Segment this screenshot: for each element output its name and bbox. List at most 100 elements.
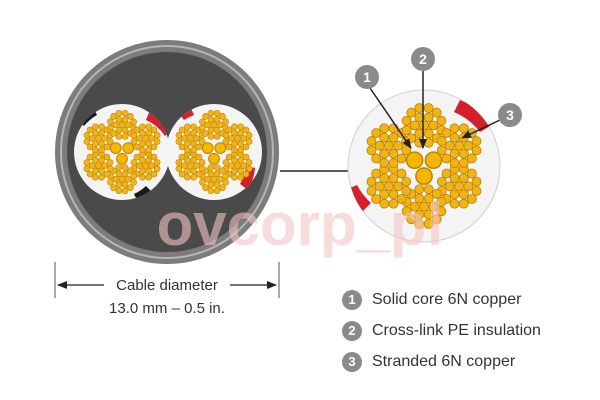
copper-strand xyxy=(107,118,114,126)
copper-strand xyxy=(121,187,129,195)
copper-strand xyxy=(225,143,233,151)
copper-strand xyxy=(124,121,132,129)
copper-strand xyxy=(458,173,469,184)
copper-strand xyxy=(225,153,233,161)
copper-strand xyxy=(133,126,141,134)
copper-strand xyxy=(175,132,183,139)
copper-strand xyxy=(187,135,194,142)
copper-strand xyxy=(184,146,191,154)
copper-strand xyxy=(436,197,447,207)
copper-strand xyxy=(409,201,420,212)
copper-strand xyxy=(190,167,197,175)
copper-strand xyxy=(396,194,407,204)
copper-strand xyxy=(115,109,123,117)
copper-strand xyxy=(202,130,209,137)
callout-1-badge xyxy=(355,65,379,89)
copper-strand xyxy=(184,167,191,175)
copper-strand xyxy=(240,162,248,169)
copper-strand xyxy=(107,178,114,186)
copper-strand xyxy=(237,129,244,137)
copper-strand xyxy=(454,140,465,151)
copper-strand xyxy=(396,168,407,179)
copper-strand xyxy=(436,115,447,126)
copper-strand xyxy=(431,188,442,199)
copper-strand xyxy=(401,176,412,187)
copper-strand xyxy=(109,142,122,155)
copper-strand xyxy=(213,109,221,117)
copper-strand xyxy=(142,162,149,169)
copper-strand xyxy=(193,135,200,142)
copper-strand xyxy=(436,136,447,146)
marker-red-detail-top xyxy=(454,100,492,132)
copper-strand xyxy=(145,129,152,137)
copper-strand xyxy=(145,173,152,181)
copper-strand xyxy=(388,123,399,134)
copper-strand xyxy=(127,184,134,191)
copper-strand xyxy=(184,140,191,148)
copper-strand xyxy=(245,138,253,145)
copper-strand xyxy=(98,167,105,175)
copper-strand xyxy=(101,135,108,142)
copper-strand xyxy=(202,184,209,191)
copper-strand xyxy=(383,140,394,151)
copper-strand xyxy=(207,187,215,195)
copper-strand xyxy=(374,181,385,192)
copper-strand xyxy=(139,167,146,175)
copper-strand xyxy=(187,162,194,169)
copper-strand xyxy=(118,121,126,129)
copper-strand xyxy=(198,159,206,166)
copper-strand xyxy=(371,153,382,164)
copper-strand xyxy=(142,135,149,142)
copper-strand xyxy=(366,176,377,187)
callout-3-pointer xyxy=(461,119,501,139)
copper-strand xyxy=(423,112,434,123)
copper-strand xyxy=(139,146,146,154)
copper-strand xyxy=(414,219,425,229)
copper-strand xyxy=(150,170,158,178)
copper-strand xyxy=(240,135,248,142)
copper-strand xyxy=(150,143,158,151)
copper-strand xyxy=(83,138,91,145)
copper-strand xyxy=(471,136,482,146)
copper-strand xyxy=(136,135,143,142)
copper-strand xyxy=(190,129,197,137)
copper-strand xyxy=(139,173,146,181)
copper-strand xyxy=(419,120,429,131)
copper-strand xyxy=(213,126,221,134)
copper-strand xyxy=(103,143,111,151)
copper-strand xyxy=(190,146,197,154)
copper-strand xyxy=(242,170,250,178)
copper-strand xyxy=(86,126,94,134)
copper-strand xyxy=(393,140,404,151)
copper-strand xyxy=(178,143,186,151)
copper-strand xyxy=(471,186,482,196)
copper-strand xyxy=(388,173,399,184)
copper-strand xyxy=(449,189,460,200)
copper-strand xyxy=(379,158,390,168)
copper-strand xyxy=(466,194,477,204)
copper-strand xyxy=(423,128,434,139)
copper-strand xyxy=(237,167,244,175)
copper-strand xyxy=(98,140,105,148)
copper-strand xyxy=(379,132,390,143)
copper-strand xyxy=(242,126,250,134)
copper-strand xyxy=(401,125,412,135)
copper-strand xyxy=(406,214,417,225)
copper-strand xyxy=(379,148,390,159)
dimension-label: Cable diameter xyxy=(116,277,218,294)
copper-strand xyxy=(98,173,105,181)
callout-1-pointer xyxy=(369,87,412,149)
copper-strand xyxy=(237,140,244,148)
copper-strand xyxy=(115,187,123,195)
legend-number-3: 3 xyxy=(342,351,362,372)
copper-strand xyxy=(98,123,105,131)
cable-cross-section xyxy=(55,40,279,264)
copper-strand xyxy=(366,136,377,146)
copper-strand xyxy=(92,129,99,137)
copper-strand xyxy=(444,140,455,151)
conductor-detail xyxy=(347,89,501,243)
copper-strand xyxy=(454,181,465,192)
copper-strand xyxy=(150,126,158,134)
copper-strand xyxy=(153,159,161,166)
